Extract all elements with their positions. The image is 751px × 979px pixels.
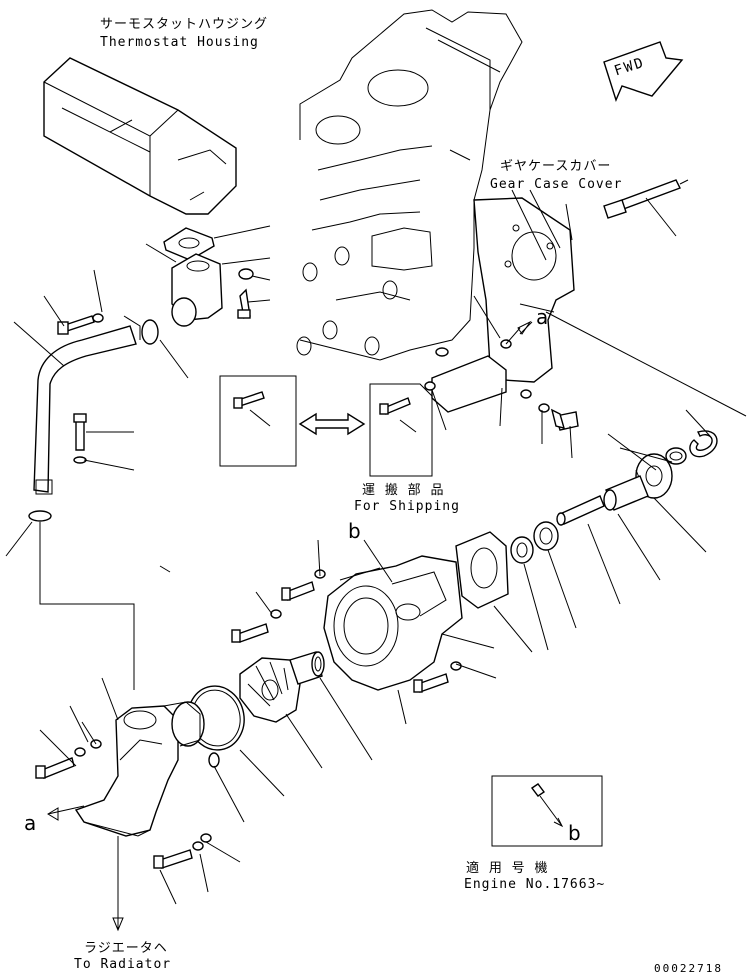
bearing-2 xyxy=(510,536,534,564)
engine-no-label-jp: 適 用 号 機 xyxy=(466,861,549,876)
pipe-bolt-1 xyxy=(57,315,95,335)
engine-block xyxy=(296,9,523,361)
drawing-number: 00022718 xyxy=(654,962,723,975)
washer-1 xyxy=(238,268,254,280)
ref-b-upper: b xyxy=(348,519,361,543)
small-plug xyxy=(208,752,220,768)
pipe-o-ring xyxy=(28,510,52,522)
water-seal xyxy=(289,651,325,685)
gear-case-cover-label-jp: ギヤケースカバー xyxy=(500,159,612,174)
pump-bolt-2 xyxy=(231,609,282,643)
ref-a-upper: a xyxy=(536,305,549,329)
for-shipping-label-en: For Shipping xyxy=(354,499,460,514)
fwd-arrow xyxy=(603,41,684,103)
pipe-washer-1 xyxy=(92,313,104,323)
pipe-bolt-2 xyxy=(73,413,87,464)
for-shipping-label-jp: 運 搬 部 品 xyxy=(362,483,445,498)
thermostat-housing-label-jp: サーモスタットハウジング xyxy=(100,17,269,32)
bracket-bolt xyxy=(520,389,579,431)
bearing-sleeve xyxy=(603,475,649,511)
pump-bolt-3 xyxy=(413,661,462,693)
leader-lines xyxy=(5,189,747,905)
bracket xyxy=(424,347,507,413)
connector-lines xyxy=(39,320,533,932)
inset-box-2 xyxy=(369,383,433,477)
impeller xyxy=(239,657,301,723)
long-bolt xyxy=(603,179,689,219)
pump-gasket xyxy=(455,531,509,609)
pump-bolt-1 xyxy=(281,569,326,601)
o-ring-1 xyxy=(141,319,159,345)
gear-case-cover xyxy=(473,197,575,383)
to-radiator-label-jp: ラジエータヘ xyxy=(84,941,168,956)
water-pump-body xyxy=(323,555,463,691)
ref-b-inset: b xyxy=(568,821,581,845)
thermostat-housing-label-en: Thermostat Housing xyxy=(100,35,259,50)
inlet-elbow xyxy=(74,701,205,837)
ref-a-lower: a xyxy=(24,811,37,835)
water-pipe xyxy=(33,315,141,495)
engine-no-label-en: Engine No.17663~ xyxy=(464,877,606,892)
elbow-bolt-2 xyxy=(153,833,212,869)
elbow-bolt-1 xyxy=(35,739,102,779)
thermostat-housing xyxy=(43,57,237,215)
retaining-ring xyxy=(665,447,687,465)
to-radiator-label-en: To Radiator xyxy=(74,957,172,972)
bolt-1 xyxy=(237,288,251,319)
thermostat-gasket xyxy=(163,227,215,261)
thermostat-outlet xyxy=(171,253,223,327)
pump-shaft xyxy=(556,495,605,526)
bearing-1 xyxy=(533,521,559,551)
inset-box-1 xyxy=(219,375,297,467)
inset-box-3 xyxy=(491,775,603,847)
double-arrow xyxy=(298,412,366,436)
snap-ring xyxy=(689,430,718,458)
gear-case-cover-label-en: Gear Case Cover xyxy=(490,177,623,192)
